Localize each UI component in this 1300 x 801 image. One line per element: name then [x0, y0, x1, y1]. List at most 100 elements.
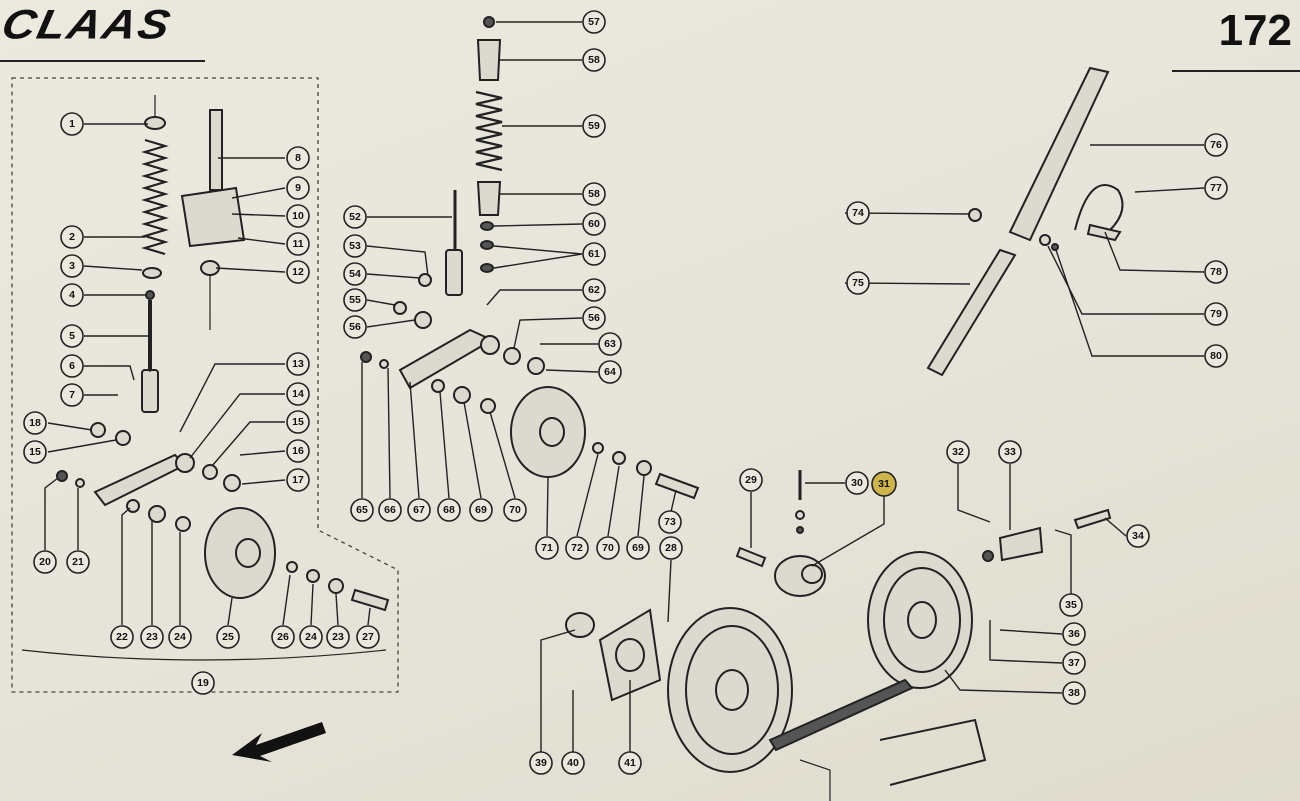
- svg-text:79: 79: [1210, 308, 1222, 320]
- svg-text:25: 25: [222, 631, 234, 643]
- svg-text:76: 76: [1210, 139, 1222, 151]
- callout-2: 2: [60, 225, 84, 249]
- svg-text:56: 56: [349, 321, 361, 333]
- svg-text:3: 3: [69, 260, 75, 272]
- callout-32: 32: [946, 440, 970, 464]
- svg-text:26: 26: [277, 631, 289, 643]
- callout-22: 22: [110, 625, 134, 649]
- callout-17: 17: [286, 468, 310, 492]
- callout-69-left: 69: [469, 498, 493, 522]
- callout-7: 7: [60, 383, 84, 407]
- svg-text:67: 67: [413, 504, 425, 516]
- svg-text:17: 17: [292, 474, 304, 486]
- svg-text:24: 24: [174, 631, 186, 643]
- svg-text:23: 23: [332, 631, 344, 643]
- callout-71: 71: [535, 536, 559, 560]
- svg-text:70: 70: [509, 504, 521, 516]
- callout-23-right: 23: [326, 625, 350, 649]
- svg-text:30: 30: [851, 477, 863, 489]
- svg-text:4: 4: [69, 289, 75, 301]
- svg-text:54: 54: [349, 268, 361, 280]
- page-number: 172: [1218, 6, 1292, 55]
- svg-text:19: 19: [197, 677, 209, 689]
- callout-10: 10: [286, 204, 310, 228]
- svg-text:72: 72: [571, 542, 583, 554]
- group-19-brace: [21, 649, 387, 661]
- callout-4: 4: [60, 283, 84, 307]
- callout-53: 53: [343, 234, 367, 258]
- svg-text:55: 55: [349, 294, 361, 306]
- callout-60: 60: [582, 212, 606, 236]
- svg-text:58: 58: [588, 188, 600, 200]
- callout-62: 62: [582, 278, 606, 302]
- svg-text:73: 73: [664, 516, 676, 528]
- svg-text:7: 7: [69, 389, 75, 401]
- callout-56-right: 56: [582, 306, 606, 330]
- svg-text:14: 14: [292, 388, 304, 400]
- svg-text:11: 11: [292, 238, 303, 250]
- assembly-frame-19: [11, 77, 399, 693]
- callout-9: 9: [286, 176, 310, 200]
- svg-text:40: 40: [567, 757, 579, 769]
- callout-25: 25: [216, 625, 240, 649]
- callout-38: 38: [1062, 681, 1086, 705]
- callout-39: 39: [529, 751, 553, 775]
- svg-text:35: 35: [1065, 599, 1077, 611]
- svg-text:71: 71: [541, 542, 553, 554]
- callout-67: 67: [407, 498, 431, 522]
- callout-28: 28: [659, 536, 683, 560]
- callout-68-left: 68: [437, 498, 461, 522]
- callout-27: 27: [356, 625, 380, 649]
- callout-78: 78: [1204, 260, 1228, 284]
- svg-text:68: 68: [443, 504, 455, 516]
- svg-text:8: 8: [295, 152, 301, 164]
- svg-text:65: 65: [356, 504, 368, 516]
- callout-24-right: 24: [299, 625, 323, 649]
- svg-text:15: 15: [292, 416, 304, 428]
- arrow-down-left-icon: [232, 722, 326, 762]
- svg-text:60: 60: [588, 218, 600, 230]
- callout-14: 14: [286, 382, 310, 406]
- svg-text:16: 16: [292, 445, 304, 457]
- svg-text:37: 37: [1068, 657, 1080, 669]
- callout-18: 18: [23, 411, 47, 435]
- svg-text:61: 61: [588, 248, 600, 260]
- callout-73: 73: [658, 510, 682, 534]
- callout-56-left: 56: [343, 315, 367, 339]
- callout-58-top: 58: [582, 48, 606, 72]
- left-spring-strut: [141, 95, 246, 413]
- svg-text:5: 5: [69, 330, 75, 342]
- callout-72: 72: [565, 536, 589, 560]
- svg-text:56: 56: [588, 312, 600, 324]
- callout-57: 57: [582, 10, 606, 34]
- svg-text:64: 64: [604, 366, 616, 378]
- svg-text:21: 21: [72, 556, 84, 568]
- callout-40: 40: [561, 751, 585, 775]
- callout-69-right: 69: [626, 536, 650, 560]
- callout-30: 30: [845, 471, 869, 495]
- svg-text:41: 41: [624, 757, 636, 769]
- svg-text:75: 75: [852, 277, 864, 289]
- svg-text:70: 70: [602, 542, 614, 554]
- callout-15-lower: 15: [23, 440, 47, 464]
- svg-text:52: 52: [349, 211, 361, 223]
- callout-13: 13: [286, 352, 310, 376]
- svg-text:78: 78: [1210, 266, 1222, 278]
- svg-text:20: 20: [39, 556, 51, 568]
- svg-text:63: 63: [604, 338, 616, 350]
- svg-text:32: 32: [952, 446, 964, 458]
- callout-35: 35: [1059, 593, 1083, 617]
- callout-23-left: 23: [140, 625, 164, 649]
- callout-55: 55: [343, 288, 367, 312]
- svg-text:53: 53: [349, 240, 361, 252]
- callout-76: 76: [1204, 133, 1228, 157]
- left-lever-pulley: [56, 422, 390, 612]
- callout-37: 37: [1062, 651, 1086, 675]
- svg-text:33: 33: [1004, 446, 1016, 458]
- center-lever-pulley: [360, 328, 700, 500]
- svg-text:38: 38: [1068, 687, 1080, 699]
- svg-text:23: 23: [146, 631, 158, 643]
- svg-text:22: 22: [116, 631, 128, 643]
- callout-59: 59: [582, 114, 606, 138]
